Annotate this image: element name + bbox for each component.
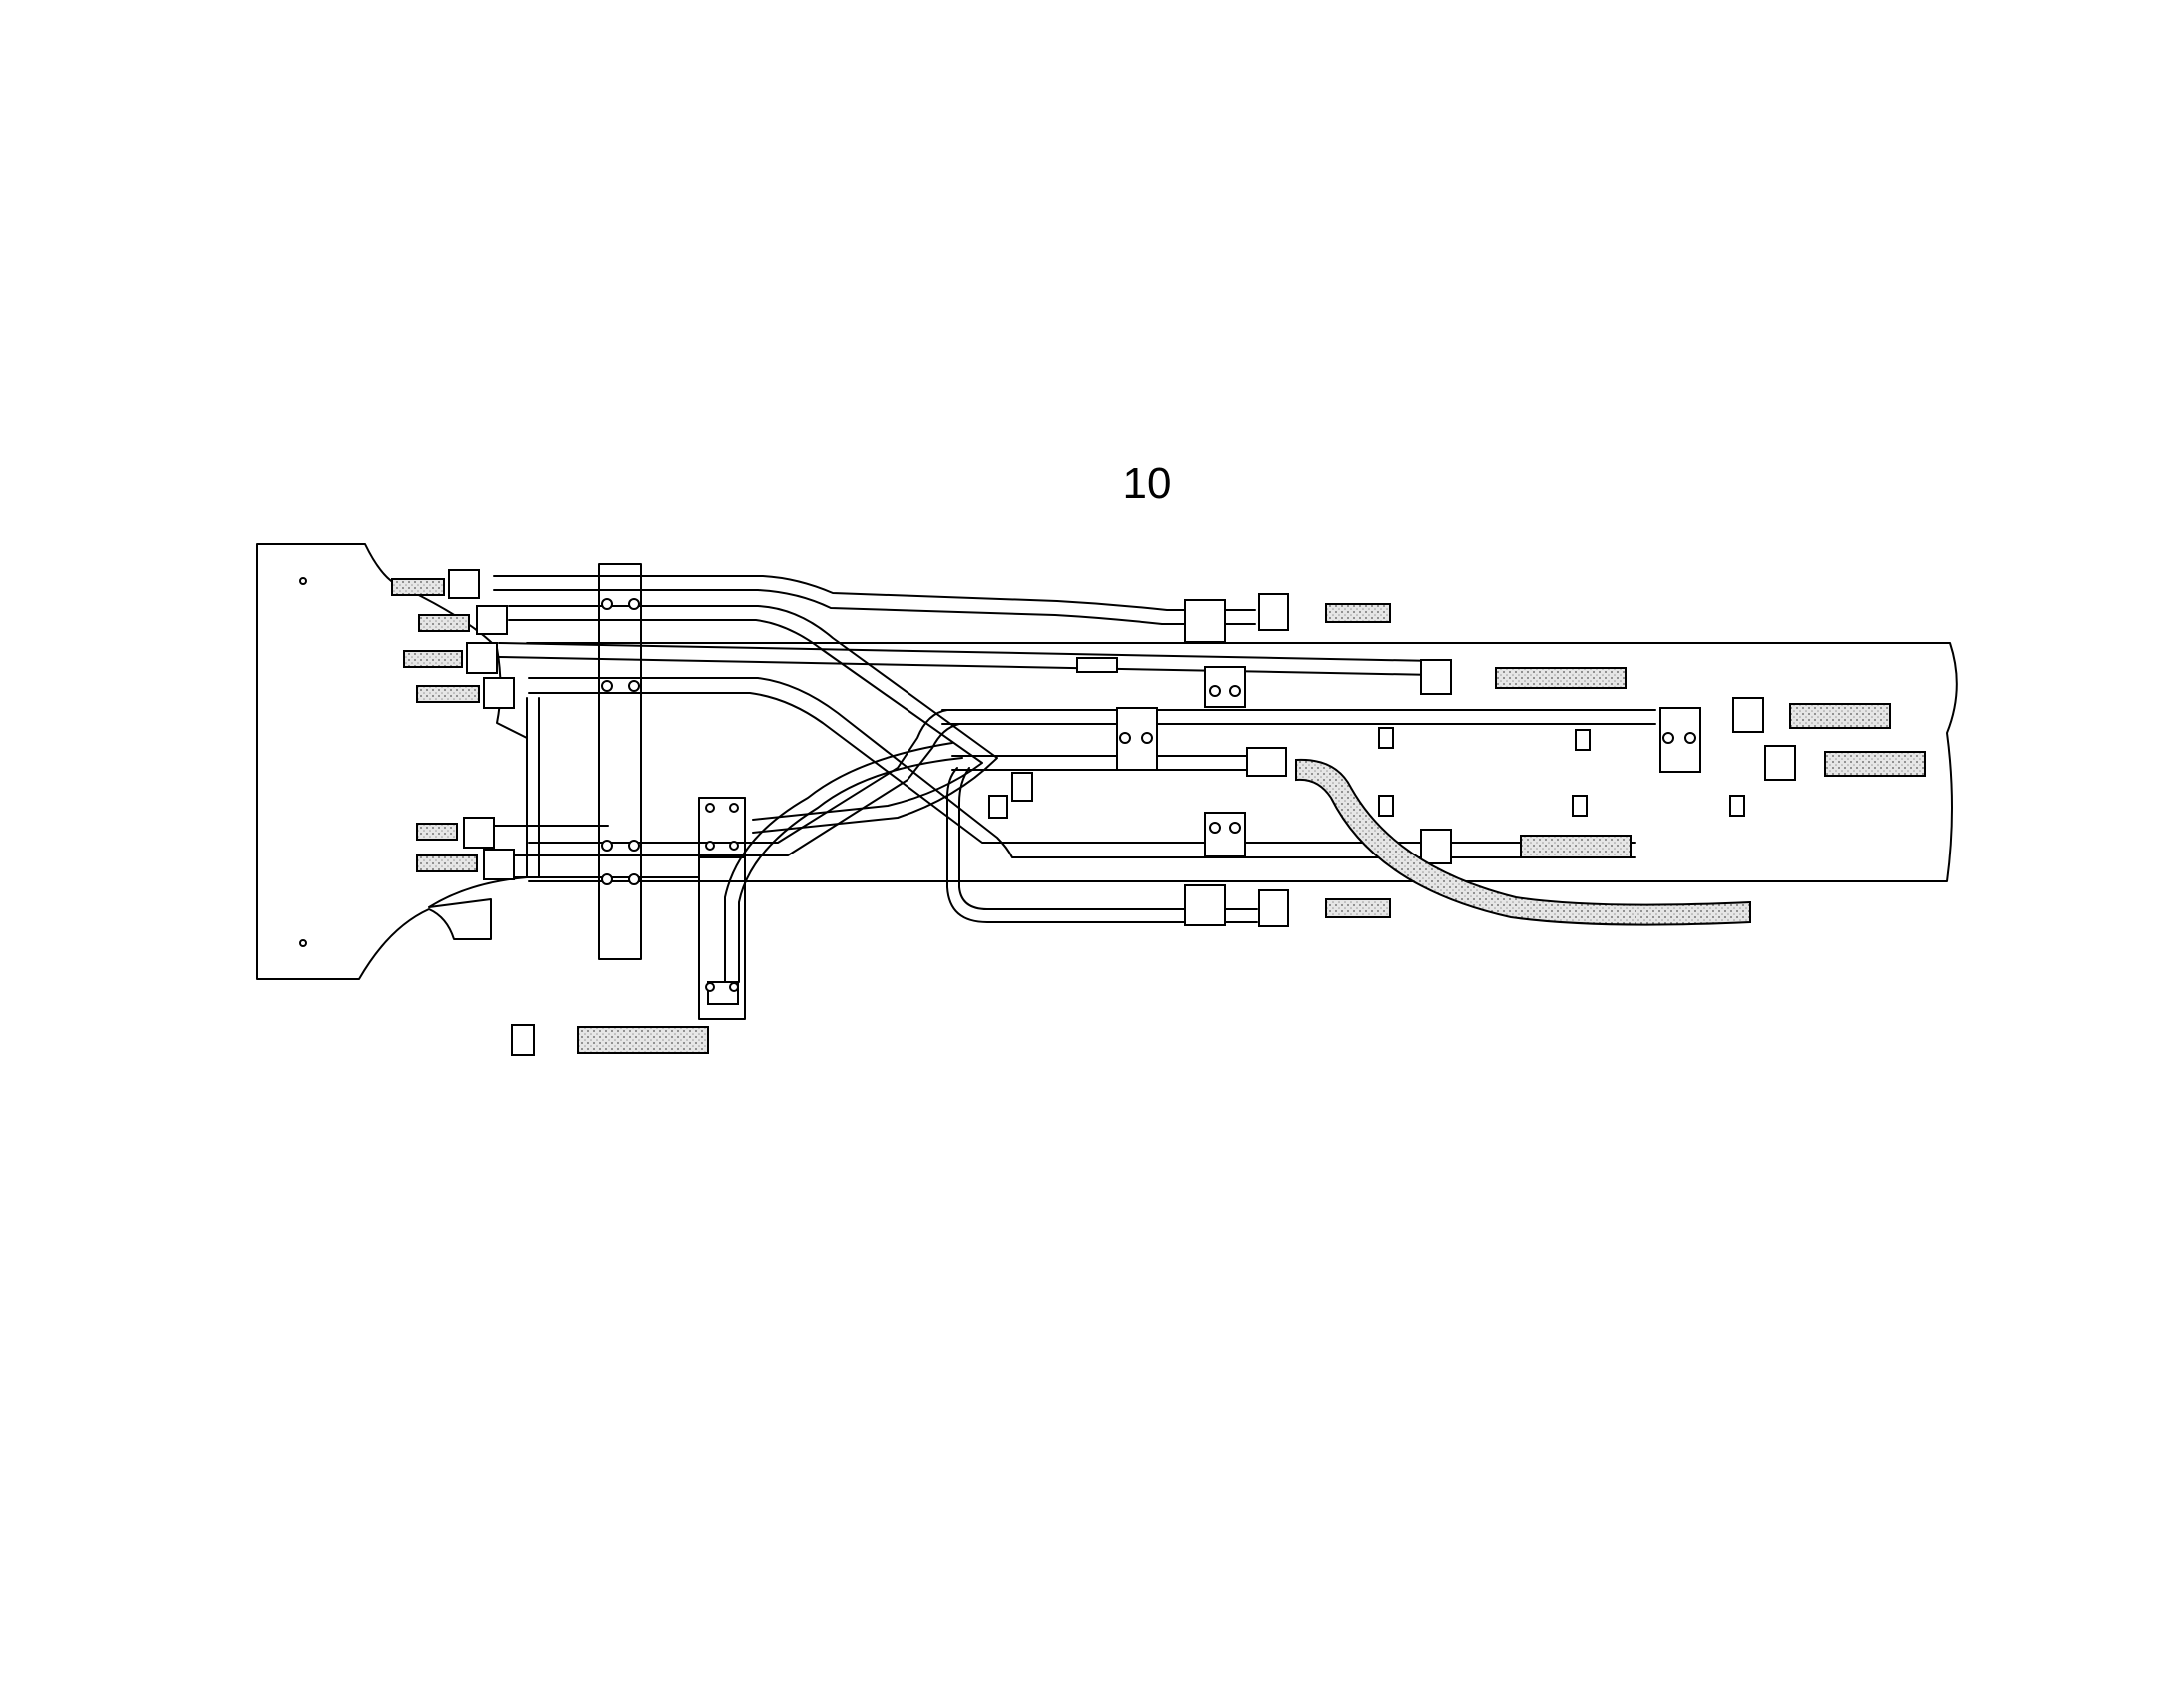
rivet bbox=[299, 939, 307, 947]
braided-hose bbox=[1520, 835, 1632, 858]
clamp-block bbox=[1076, 657, 1118, 673]
small-clamp-top bbox=[698, 797, 746, 858]
fitting bbox=[1258, 593, 1289, 631]
clamp-block bbox=[1378, 795, 1394, 817]
clamp-block bbox=[988, 795, 1008, 819]
tube-line-6b bbox=[528, 723, 960, 856]
braided-hose bbox=[416, 685, 480, 703]
boom-plate bbox=[526, 642, 1958, 882]
fitting bbox=[483, 677, 515, 709]
fitting bbox=[466, 642, 498, 674]
braided-hose bbox=[1789, 703, 1891, 729]
fitting bbox=[511, 1024, 535, 1056]
braided-hose bbox=[577, 1026, 709, 1054]
tube-line-4b bbox=[528, 692, 1636, 844]
tube-line-3 bbox=[498, 642, 1437, 662]
clamp-block bbox=[1575, 729, 1591, 751]
braided-hose bbox=[403, 650, 463, 668]
clamp-block bbox=[1184, 884, 1226, 926]
clamp-block bbox=[1204, 812, 1246, 857]
clamp-block bbox=[1378, 727, 1394, 749]
braided-hose bbox=[416, 854, 478, 872]
braided-hose bbox=[1325, 898, 1391, 918]
tube-line-6 bbox=[528, 709, 948, 844]
braided-hose bbox=[1495, 667, 1627, 689]
fitting bbox=[1420, 659, 1452, 695]
tube-line-4 bbox=[528, 677, 1636, 858]
clamp-block bbox=[1184, 599, 1226, 643]
braided-hose bbox=[1325, 603, 1391, 623]
vertical-clamp-bar bbox=[598, 563, 642, 960]
fitting bbox=[1420, 829, 1452, 864]
rivet bbox=[299, 577, 307, 585]
tube-line-2b bbox=[508, 619, 983, 821]
braided-hose bbox=[391, 578, 445, 596]
fitting bbox=[476, 605, 508, 635]
fitting bbox=[1732, 697, 1764, 733]
braided-hose bbox=[418, 614, 470, 632]
braided-hose-curve bbox=[1295, 758, 1751, 926]
clamp-block bbox=[1729, 795, 1745, 817]
tube-line-1 bbox=[493, 575, 1256, 611]
tube-line-9 bbox=[724, 742, 953, 983]
tube-line-9b bbox=[738, 757, 963, 983]
tube-line-8 bbox=[946, 767, 1258, 923]
braided-hose bbox=[416, 823, 458, 841]
callout-number: 10 bbox=[1122, 459, 1172, 508]
tube-line-2 bbox=[508, 605, 998, 834]
fitting bbox=[1246, 747, 1287, 777]
fitting bbox=[463, 817, 495, 849]
tube-line-8b bbox=[958, 767, 1258, 910]
clamp-block bbox=[1011, 772, 1033, 802]
tube-line-3b bbox=[498, 656, 1437, 676]
fitting bbox=[448, 569, 480, 599]
braided-hose bbox=[1824, 751, 1926, 777]
fitting bbox=[483, 849, 515, 880]
fitting bbox=[1764, 745, 1796, 781]
clamp-block bbox=[1572, 795, 1588, 817]
fitting bbox=[1258, 889, 1289, 927]
tube-line-1b bbox=[493, 589, 1256, 625]
